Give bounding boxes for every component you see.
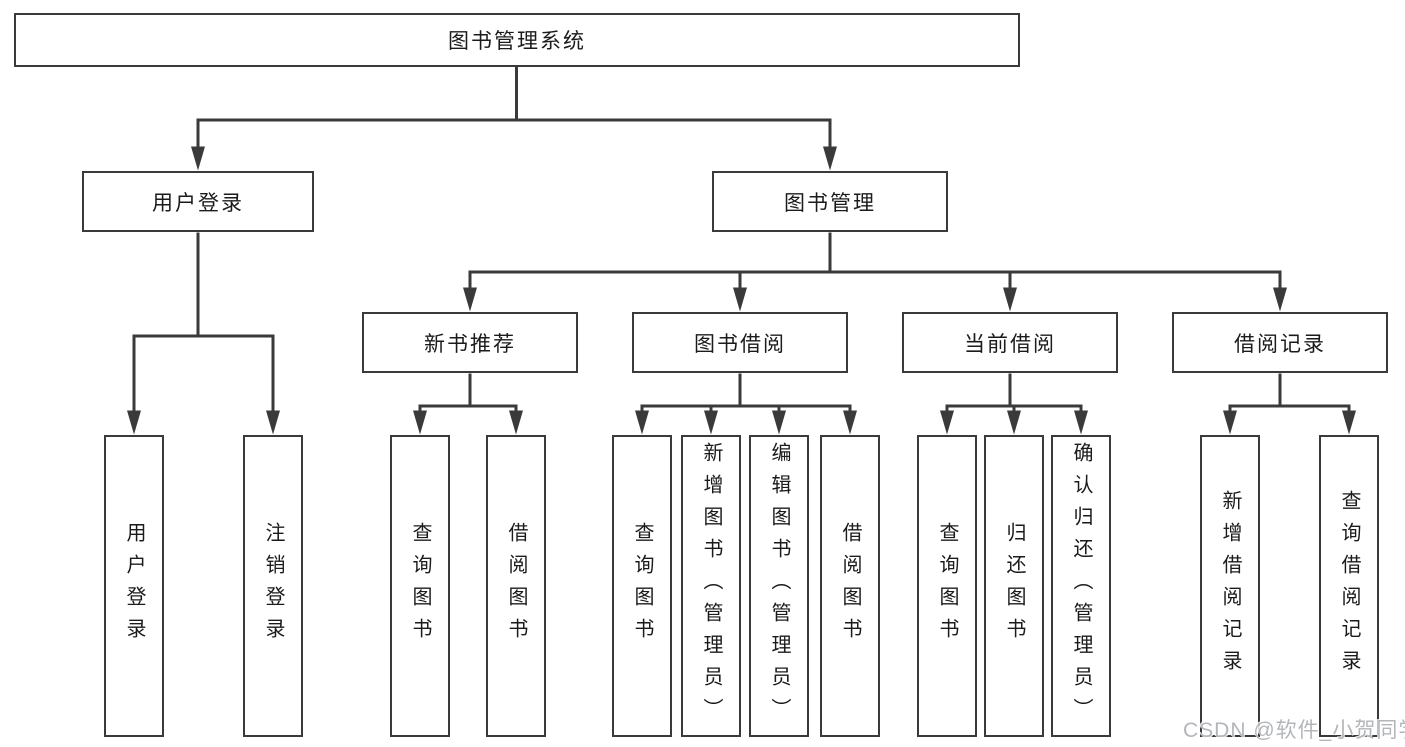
leaf-confirm-return-admin-label: 确认归还（管理员） [1070,442,1092,730]
leaf-return-books-label: 归还图书 [1003,522,1025,650]
arrowhead [704,410,718,435]
leaf-borrow-books-borrowing: 借阅图书 [820,435,880,737]
node-book-management: 图书管理 [712,171,948,232]
node-book-borrowing-label: 图书借阅 [694,332,786,356]
leaf-logout-label: 注销登录 [262,522,284,650]
node-book-borrowing: 图书借阅 [632,312,848,373]
leaf-query-books-borrowing: 查询图书 [612,435,672,737]
leaf-add-borrow-record-label: 新增借阅记录 [1219,490,1241,682]
arrowhead [1273,287,1287,312]
arrowhead [733,287,747,312]
leaf-user-login: 用户登录 [104,435,164,737]
tree-edges [132,67,1351,414]
arrowhead [509,410,523,435]
leaf-edit-book-admin: 编辑图书（管理员） [749,435,809,737]
leaf-return-books: 归还图书 [984,435,1044,737]
leaf-borrow-books-borrowing-label: 借阅图书 [839,522,861,650]
leaf-add-book-admin-label: 新增图书（管理员） [700,442,722,730]
node-borrowing-records: 借阅记录 [1172,312,1388,373]
node-borrowing-records-label: 借阅记录 [1234,332,1326,356]
arrowhead [823,146,837,171]
csdn-watermark: CSDN @软件_小贺同学 [1183,719,1405,742]
node-user-login: 用户登录 [82,171,314,232]
arrowhead [463,287,477,312]
node-root-label: 图书管理系统 [448,30,586,53]
arrowhead [1007,410,1021,435]
leaf-user-login-label: 用户登录 [123,522,145,650]
leaf-borrow-books-recommend: 借阅图书 [486,435,546,737]
arrowhead [1003,287,1017,312]
leaf-add-borrow-record: 新增借阅记录 [1200,435,1260,737]
arrowheads [127,146,1356,435]
arrowhead [191,146,205,171]
node-new-book-recommend-label: 新书推荐 [424,332,516,356]
leaf-query-books-recommend-label: 查询图书 [409,522,431,650]
arrowhead [413,410,427,435]
leaf-query-books-current-label: 查询图书 [936,522,958,650]
leaf-query-books-current: 查询图书 [917,435,977,737]
arrowhead [940,410,954,435]
node-current-borrowing: 当前借阅 [902,312,1118,373]
arrowhead [1342,410,1356,435]
leaf-borrow-books-recommend-label: 借阅图书 [505,522,527,650]
leaf-query-borrow-record-label: 查询借阅记录 [1338,490,1360,682]
node-current-borrowing-label: 当前借阅 [964,332,1056,356]
arrowhead [127,410,141,435]
leaf-logout: 注销登录 [243,435,303,737]
node-book-management-label: 图书管理 [784,191,876,215]
leaf-query-borrow-record: 查询借阅记录 [1319,435,1379,737]
leaf-add-book-admin: 新增图书（管理员） [681,435,741,737]
node-new-book-recommend: 新书推荐 [362,312,578,373]
arrowhead [266,410,280,435]
arrowhead [635,410,649,435]
node-user-login-label: 用户登录 [152,191,244,215]
arrowhead [772,410,786,435]
arrowhead [843,410,857,435]
leaf-query-books-recommend: 查询图书 [390,435,450,737]
node-root: 图书管理系统 [14,13,1020,67]
leaf-query-books-borrowing-label: 查询图书 [631,522,653,650]
arrowhead [1223,410,1237,435]
leaf-confirm-return-admin: 确认归还（管理员） [1051,435,1111,737]
leaf-edit-book-admin-label: 编辑图书（管理员） [768,442,790,730]
arrowhead [1074,410,1088,435]
